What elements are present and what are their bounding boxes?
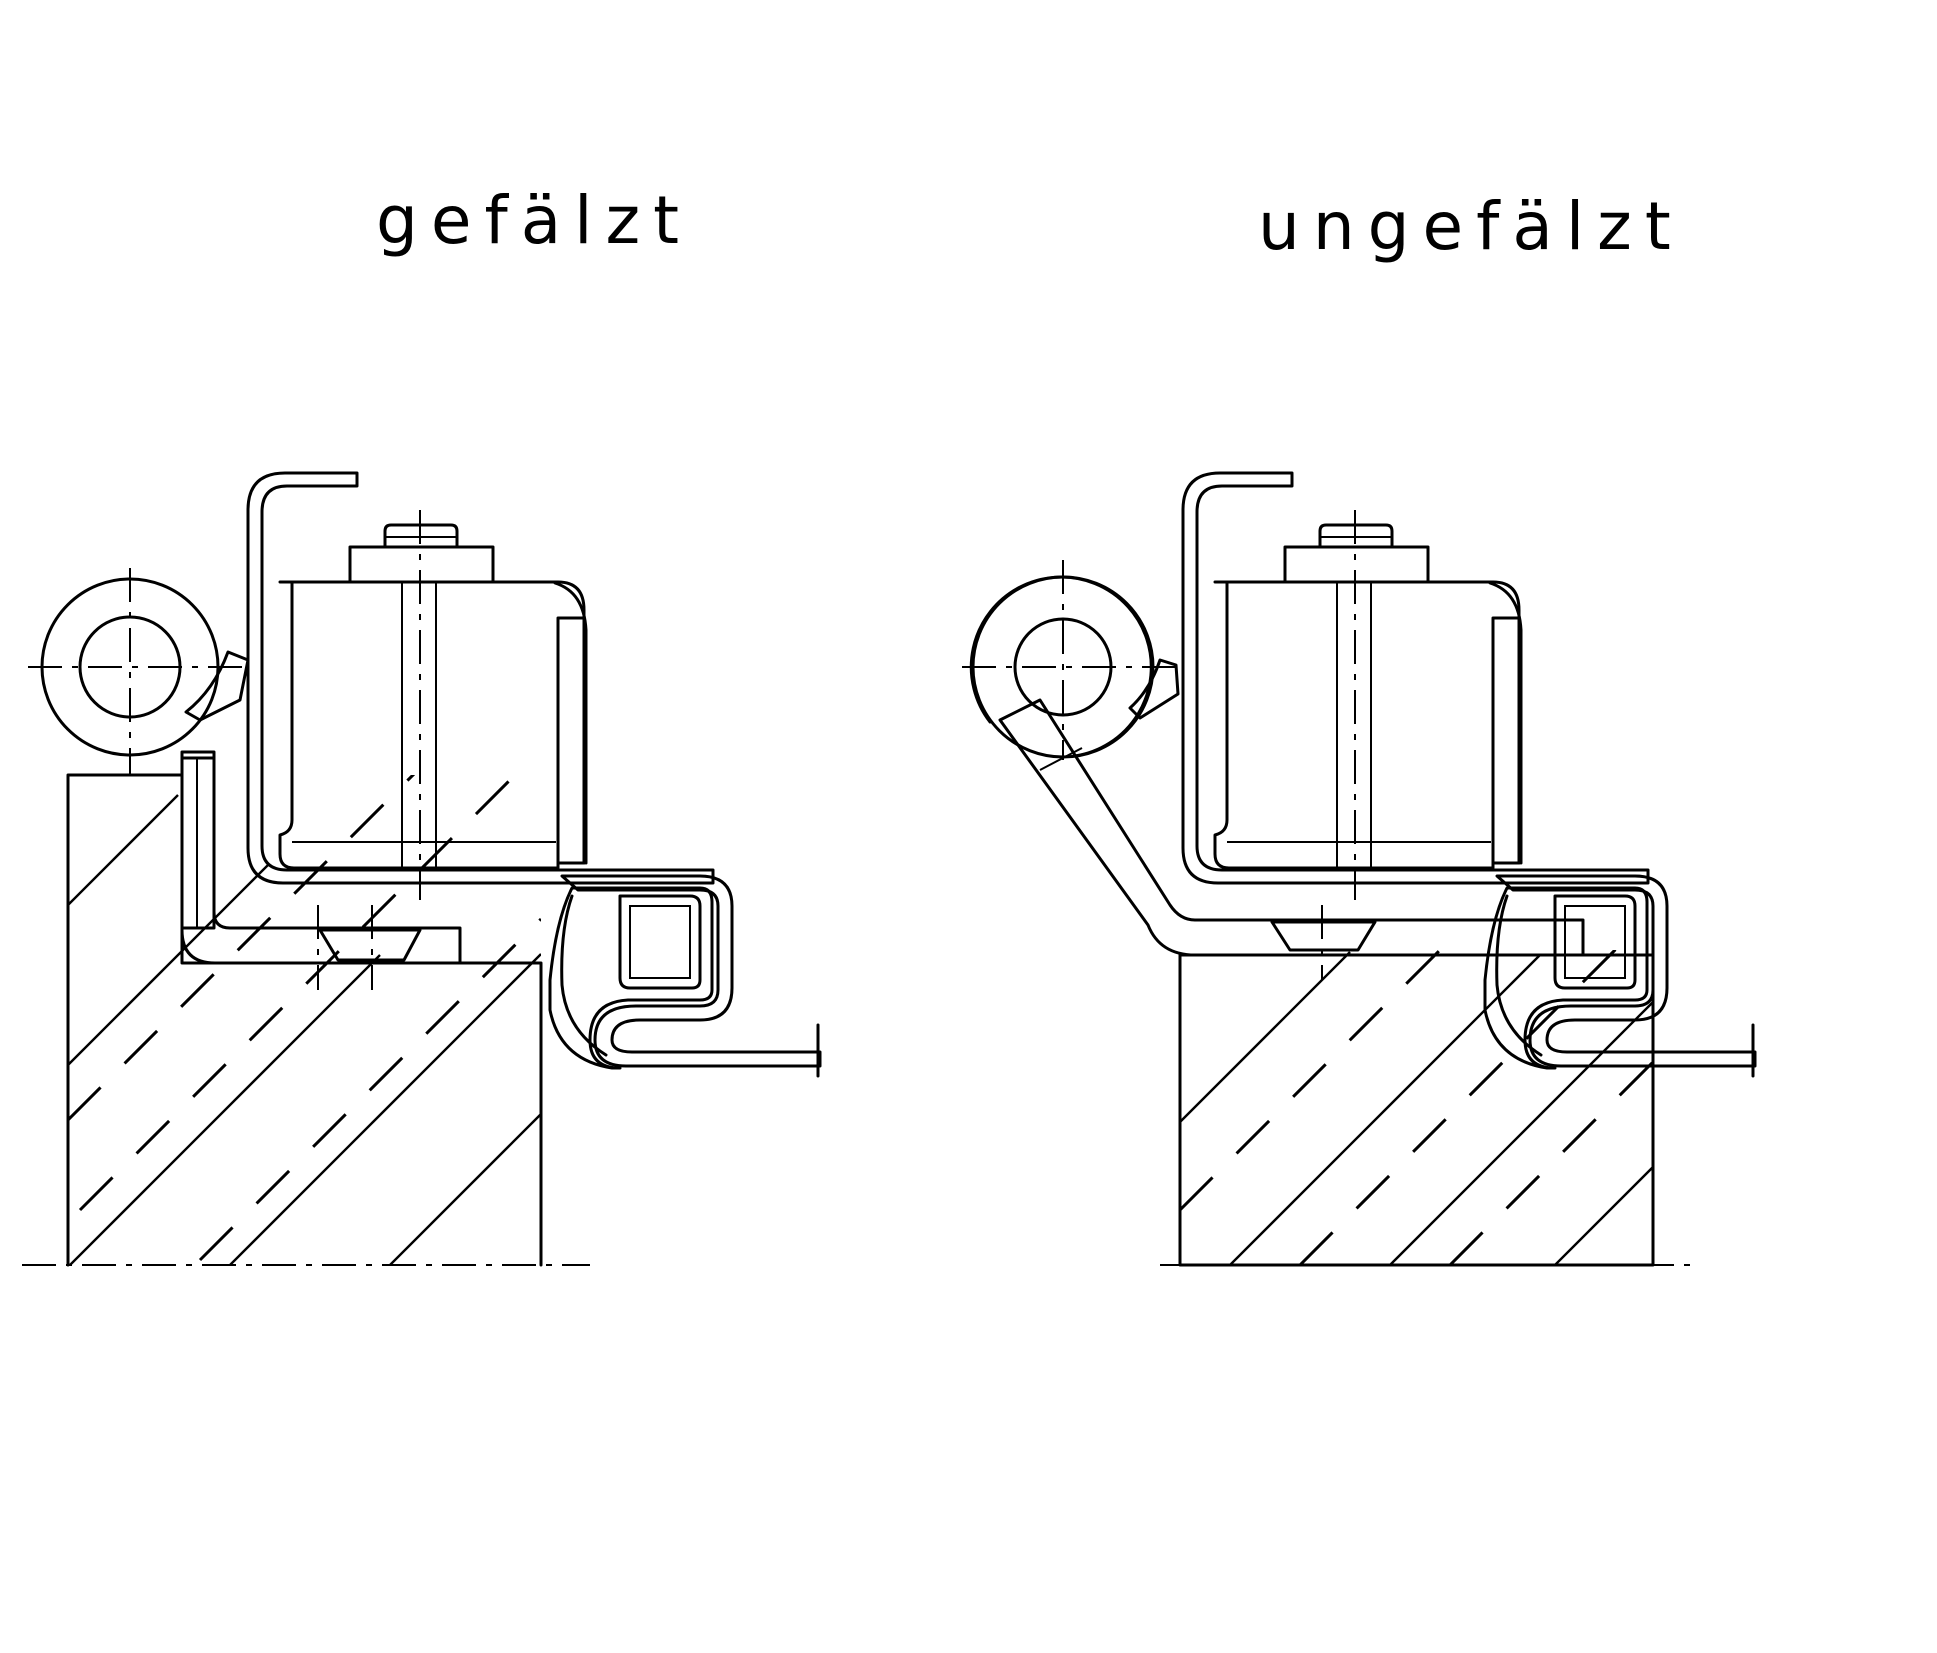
view-gefaelzt: [22, 471, 822, 1267]
label-ungefaelzt: ungefälzt: [1258, 188, 1684, 265]
frame-section-right: [1160, 950, 1690, 1267]
screw-left: [318, 928, 422, 962]
view-ungefaelzt: [962, 471, 1757, 1267]
hinge-knuckle-left-outer: [40, 577, 220, 757]
frame-section-left: [22, 773, 590, 1267]
label-gefaelzt: gefälzt: [376, 182, 692, 259]
frame-leaf-right: [998, 698, 1585, 957]
screw-right: [1270, 920, 1377, 952]
